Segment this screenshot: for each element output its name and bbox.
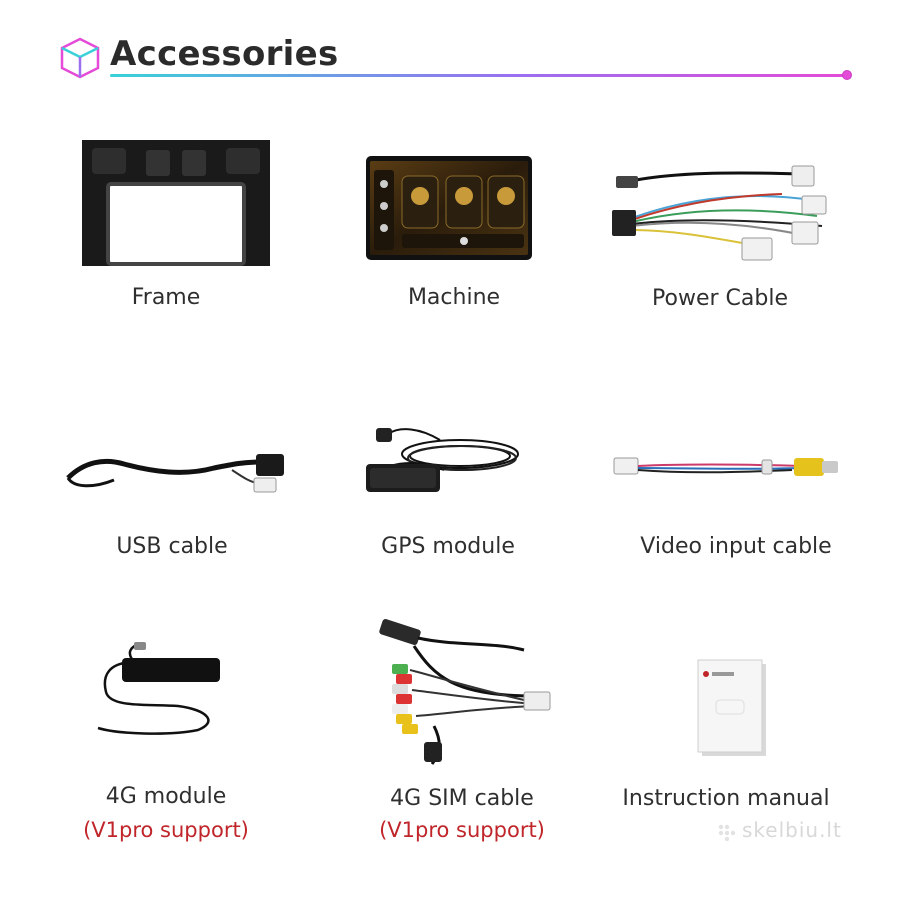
watermark-text: skelbiu.lt (742, 818, 842, 842)
item-label: Power Cable (652, 286, 788, 311)
header-underline-dot (842, 70, 852, 80)
section-header: Accessories (58, 32, 858, 92)
4g-module-image (97, 642, 220, 735)
manual-image (697, 659, 766, 756)
header-underline (110, 74, 846, 77)
power-cable-image (612, 165, 827, 261)
item-label: 4G module (105, 784, 227, 809)
watermark-icon (718, 824, 736, 842)
item-support-note: (V1pro support) (379, 818, 545, 842)
item-label: Machine (407, 285, 501, 310)
item-label: USB cable (116, 534, 228, 559)
item-label: GPS module (381, 534, 515, 559)
item-label: Video input cable (640, 534, 832, 559)
machine-image (366, 156, 532, 260)
page-title: Accessories (110, 34, 339, 74)
item-support-note: (V1pro support) (83, 818, 249, 842)
gps-module-image (366, 428, 519, 492)
item-label: 4G SIM cable (390, 786, 534, 811)
sim-cable-image (379, 618, 551, 765)
item-label: Frame (131, 285, 201, 310)
video-cable-image (613, 457, 838, 476)
frame-image (82, 140, 270, 266)
item-label: Instruction manual (622, 786, 830, 811)
cube-icon (60, 37, 100, 79)
usb-cable-image (66, 454, 284, 493)
